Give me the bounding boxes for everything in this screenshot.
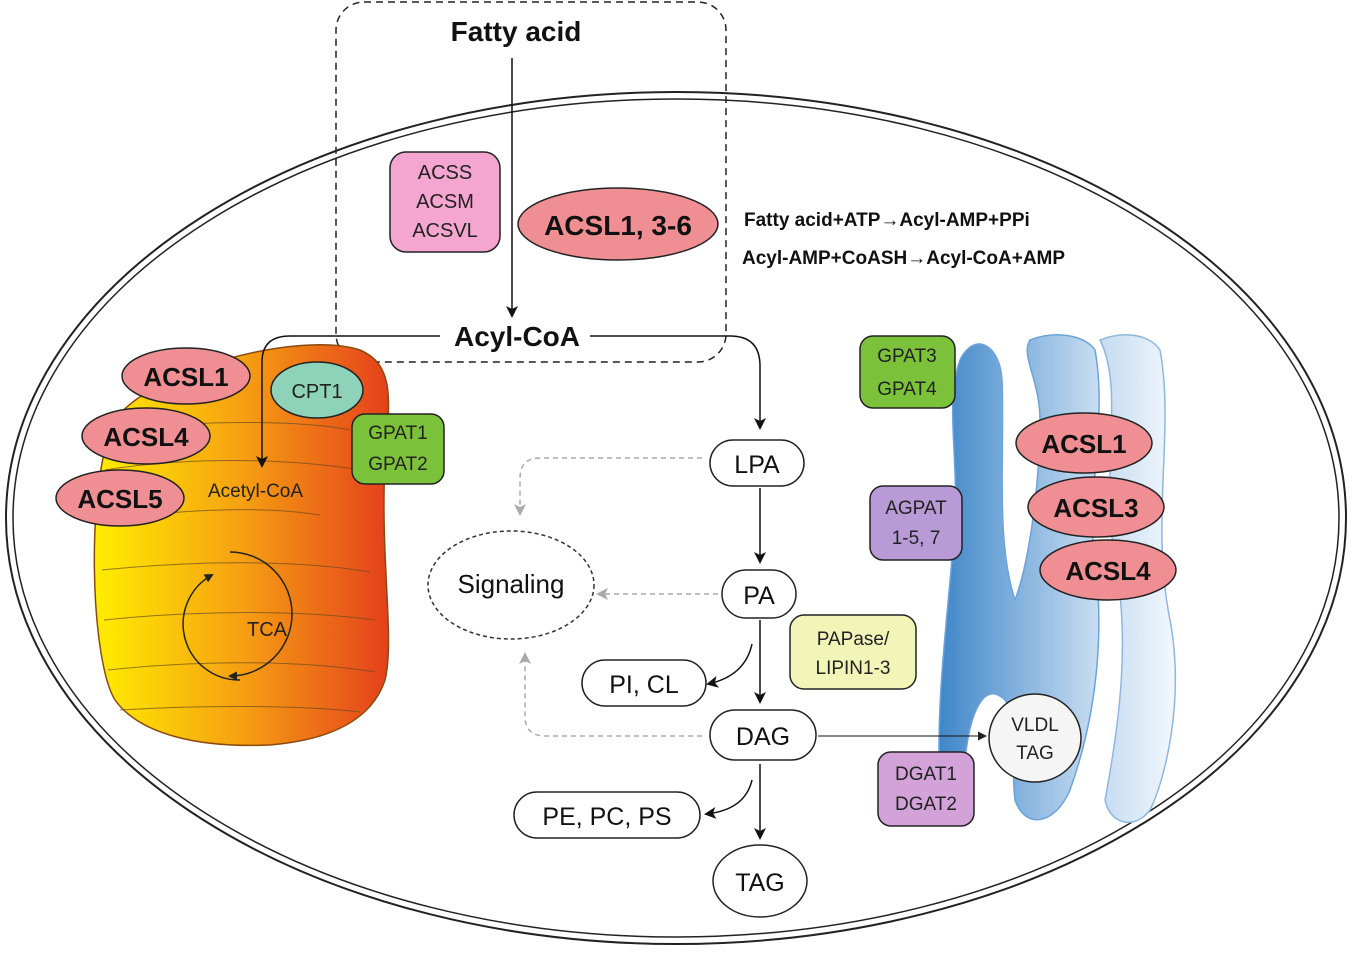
tca-cycle-arc-2 (182, 574, 241, 681)
er-acsl3-label: ACSL3 (1053, 493, 1138, 523)
activation-box (335, 1, 727, 363)
papase-label: PAPase/ (817, 629, 890, 650)
signaling-node (427, 530, 595, 640)
mito-acsl1-ellipse (121, 347, 251, 405)
dgat1-label: DGAT1 (895, 764, 957, 785)
tag-label: TAG (735, 869, 785, 897)
lpa-label: LPA (734, 451, 780, 479)
gpat1-label: GPAT1 (368, 423, 427, 444)
arrow-dag-to-pe-pc-ps (704, 779, 753, 819)
mito-acsl1-label: ACSL1 (143, 362, 228, 392)
er-acsl1-ellipse (1015, 412, 1153, 474)
signaling-label: Signaling (458, 569, 565, 599)
lpa-node (709, 439, 805, 487)
dag-label: DAG (736, 723, 790, 751)
er-gpat-box (859, 335, 956, 409)
reaction-1: Fatty acid+ATP→Acyl-AMP+PPi (744, 210, 1030, 231)
acyl-coa-label: Acyl-CoA (454, 321, 580, 352)
cpt1-label: CPT1 (291, 381, 342, 403)
gpat4-label: GPAT4 (877, 379, 937, 400)
pa-node (721, 569, 797, 619)
dgat2-label: DGAT2 (895, 794, 957, 815)
papase-box (789, 614, 917, 690)
acs-family-box (389, 151, 501, 253)
vldl-label: VLDL (1011, 715, 1059, 736)
reaction-2: Acyl-AMP+CoASH→Acyl-CoA+AMP (742, 248, 1065, 269)
tag-node (712, 844, 808, 918)
vldl-tag-label: TAG (1016, 743, 1054, 764)
er-acsl3-ellipse (1027, 476, 1165, 538)
pe-pc-ps-label: PE, PC, PS (542, 803, 671, 831)
mito-acsl4-label: ACSL4 (103, 422, 189, 452)
mito-acsl5-label: ACSL5 (77, 484, 162, 514)
mito-gpat-box (351, 413, 445, 485)
dag-node (709, 709, 817, 761)
agpat-box (869, 485, 963, 561)
fatty-acid-label: Fatty acid (451, 16, 582, 47)
arrow-acyl-coa-to-mitochondria (256, 335, 440, 468)
arrow-acyl-coa-to-lpa (590, 335, 766, 430)
arrow-pa-to-pi-cl (706, 643, 753, 688)
cell-membrane-outer (5, 91, 1347, 945)
arrow-dag-to-signaling (519, 652, 702, 737)
acsvl-label: ACSVL (412, 220, 478, 242)
mito-acsl5-ellipse (55, 469, 185, 527)
acsl-main-label: ACSL1, 3-6 (544, 210, 692, 241)
gpat2-label: GPAT2 (368, 454, 427, 475)
cell-membrane-inner (12, 98, 1340, 938)
pi-cl-label: PI, CL (609, 671, 679, 699)
vldl-tag-node (988, 693, 1082, 783)
arrow-lpa-to-signaling (514, 457, 702, 516)
tca-cycle-arc-1 (228, 551, 293, 681)
er-acsl4-ellipse (1039, 539, 1177, 601)
lipin-label: LIPIN1-3 (816, 658, 891, 679)
cpt1-ellipse (270, 361, 364, 419)
agpat-range-label: 1-5, 7 (892, 528, 941, 549)
pi-cl-node (581, 659, 707, 707)
pa-label: PA (743, 582, 775, 610)
acetyl-coa-label: Acetyl-CoA (208, 481, 303, 502)
agpat-label: AGPAT (885, 498, 947, 519)
gpat3-label: GPAT3 (877, 346, 936, 367)
dgat-box (877, 751, 975, 827)
er-acsl4-label: ACSL4 (1065, 556, 1151, 586)
mito-acsl4-ellipse (81, 407, 211, 465)
acss-label: ACSS (418, 162, 472, 184)
er-acsl1-label: ACSL1 (1041, 429, 1126, 459)
acsm-label: ACSM (416, 191, 474, 213)
tca-label: TCA (247, 619, 288, 641)
acsl-main-ellipse (517, 187, 719, 261)
pe-pc-ps-node (513, 791, 701, 839)
